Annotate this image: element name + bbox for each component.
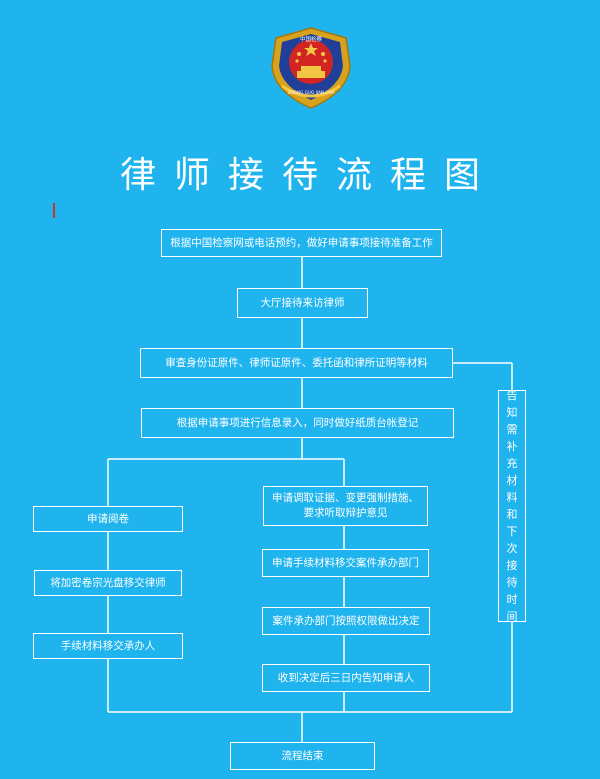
step-review-documents: 审查身份证原件、律师证原件、委托函和律所证明等材料 — [140, 348, 453, 378]
step-transfer-encrypted-disc: 将加密卷宗光盘移交律师 — [34, 570, 182, 596]
step-apply-evidence-request-line2: 要求听取辩护意见 — [303, 507, 388, 519]
side-note-char: 和 — [506, 508, 518, 521]
side-note-char: 下 — [506, 525, 518, 538]
side-note-char: 间 — [506, 610, 518, 623]
page-title: 律师接待流程图 — [119, 155, 498, 196]
side-note-char: 知 — [506, 406, 518, 419]
side-note-char: 待 — [506, 576, 518, 589]
side-note-char: 充 — [506, 457, 518, 470]
emblem-bottom-text: ZHONG GUO JIAN CHA — [288, 90, 335, 95]
side-note-char: 材 — [506, 474, 518, 487]
step-notify-applicant: 收到决定后三日内告知申请人 — [262, 664, 430, 692]
side-note-char: 接 — [506, 559, 518, 572]
step-reception: 大厅接待来访律师 — [237, 288, 368, 318]
side-note-char: 料 — [506, 491, 518, 504]
step-apply-review-files: 申请阅卷 — [33, 506, 183, 532]
side-note-char: 补 — [506, 440, 518, 453]
side-note-char: 告 — [506, 389, 518, 402]
step-apply-evidence-request: 申请调取证据、变更强制措施、 要求听取辩护意见 — [263, 486, 428, 526]
step-info-entry: 根据申请事项进行信息录入，同时做好纸质台帐登记 — [141, 408, 454, 438]
side-note-char: 次 — [506, 542, 518, 555]
step-apply-evidence-request-line1: 申请调取证据、变更强制措施、 — [272, 492, 419, 504]
emblem-top-text: 中国检察 — [300, 35, 323, 43]
text-cursor — [53, 203, 55, 218]
procuratorate-emblem-icon: 中国检察 ZHONG GUO JIAN CHA — [271, 27, 351, 109]
side-note-notify-supplement: 告知需补充材料和下次接待时间 — [498, 389, 526, 623]
step-transfer-to-handler: 手续材料移交承办人 — [33, 633, 183, 659]
side-note-char: 时 — [506, 593, 518, 606]
step-department-decision: 案件承办部门按照权限做出决定 — [262, 607, 430, 635]
step-transfer-to-department: 申请手续材料移交案件承办部门 — [262, 549, 429, 577]
side-note-char: 需 — [506, 423, 518, 436]
step-appointment-prep: 根据中国检察网或电话预约，做好申请事项接待准备工作 — [161, 229, 442, 257]
step-process-end: 流程结束 — [230, 742, 375, 770]
